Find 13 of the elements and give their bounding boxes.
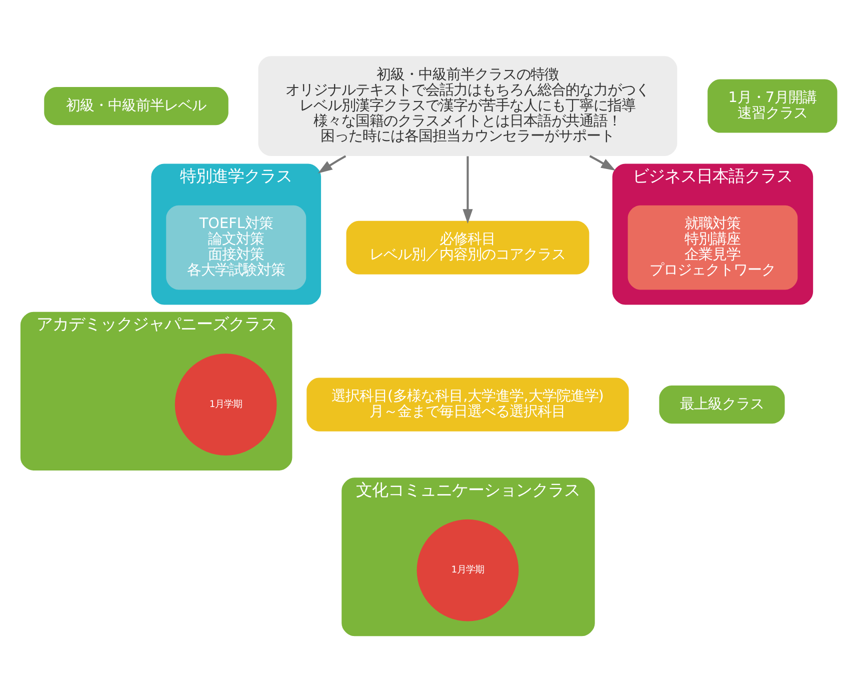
- arrow: [589, 154, 616, 170]
- node-box: 必修科目 レベル別／内容別のコアクラス: [346, 220, 590, 274]
- node-circle: 1月学期: [174, 353, 277, 455]
- node-box: 選択科目(多様な科目,大学進学,大学院進学) 月～金まで毎日選べる選択科目: [306, 377, 629, 431]
- node-box: 初級・中級前半レベル: [44, 86, 228, 125]
- arrow: [318, 154, 346, 173]
- node-box: TOEFL対策 論文対策 面接対策 各大学試験対策: [166, 204, 306, 290]
- node-box: 就職対策 特別講座 企業見学 プロジェクトワーク: [628, 204, 798, 290]
- node-box: 初級・中級前半クラスの特徴 オリジナルテキストで会話力はもちろん総合的な力がつく レベル別漢字クラスで漢字が苦手な人にも丁寧に指導 様々な国籍のクラスメイトとは日本語が共通語！ 困った時には各国担当カウンセラーがサポート: [258, 56, 678, 156]
- arrow: [462, 156, 473, 224]
- node-circle: 1月学期: [416, 518, 519, 621]
- node-box: 最上級クラス: [659, 385, 785, 424]
- node-box: 1月・7月開講 速習クラス: [708, 78, 838, 132]
